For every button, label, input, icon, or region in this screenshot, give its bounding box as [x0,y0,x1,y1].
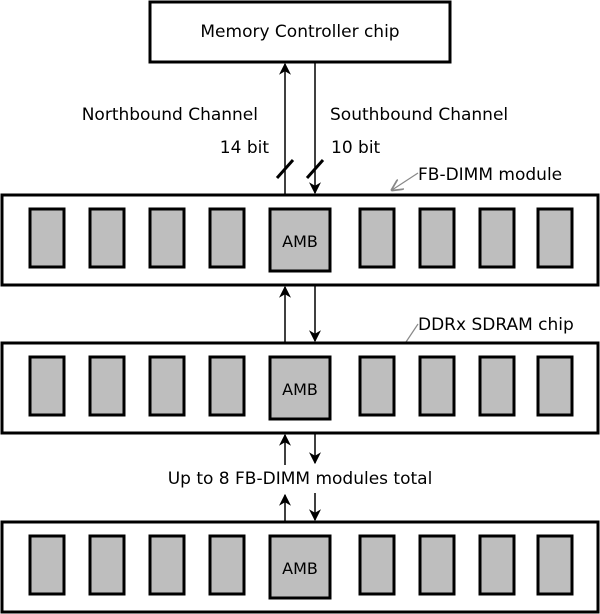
fb-dimm-module: AMB [0,520,600,614]
ddrx-sdram-chip [478,534,516,596]
ddrx-sdram-chip [88,534,126,596]
southbound-bus-slash [305,159,325,179]
modules-group: AMB AMB AMB [0,193,600,614]
ddrx-sdram-chip [148,207,186,269]
ddrx-sdram-chip [536,355,574,417]
module-total-annotation: Up to 8 FB-DIMM modules total [168,469,433,489]
ddrx-sdram-chip [478,355,516,417]
fb-dimm-module-annotation: FB-DIMM module [418,165,562,185]
memory-controller-label: Memory Controller chip [200,22,399,42]
ddrx-sdram-chip [88,355,126,417]
ddrx-sdram-chip [418,534,456,596]
fb-dimm-module: AMB [0,193,600,287]
fb-dimm-module: AMB [0,341,600,435]
ddrx-sdram-chip [148,534,186,596]
northbound-bus-slash [275,159,295,179]
amb-chip [268,355,332,421]
ddrx-sdram-chip [208,355,246,417]
amb-label: AMB [282,232,318,251]
fb-dimm-module-pointer [392,172,419,190]
southbound-channel-label: Southbound Channel [330,105,508,125]
ddrx-sdram-chip [28,207,66,269]
ddrx-sdram-chip [418,207,456,269]
ddrx-sdram-chip [208,534,246,596]
ddrx-sdram-chip [358,534,396,596]
ddrx-sdram-chip [88,207,126,269]
ddrx-sdram-chip [358,355,396,417]
amb-label: AMB [282,380,318,399]
southbound-width-label: 10 bit [331,138,381,158]
amb-label: AMB [282,559,318,578]
amb-chip [268,207,332,273]
ddrx-sdram-chip [358,207,396,269]
amb-chip [268,534,332,600]
ddrx-sdram-chip [28,355,66,417]
ddrx-sdram-chip [208,207,246,269]
ddrx-sdram-chip [148,355,186,417]
ddrx-sdram-chip [478,207,516,269]
northbound-channel-label: Northbound Channel [82,105,258,125]
ddrx-sdram-chip [418,355,456,417]
ddrx-sdram-chip [536,534,574,596]
ddrx-sdram-chip-annotation: DDRx SDRAM chip [418,315,574,335]
ddrx-sdram-chip [536,207,574,269]
northbound-width-label: 14 bit [220,138,270,158]
ddrx-sdram-chip [28,534,66,596]
memory-controller: Memory Controller chip [148,0,452,64]
